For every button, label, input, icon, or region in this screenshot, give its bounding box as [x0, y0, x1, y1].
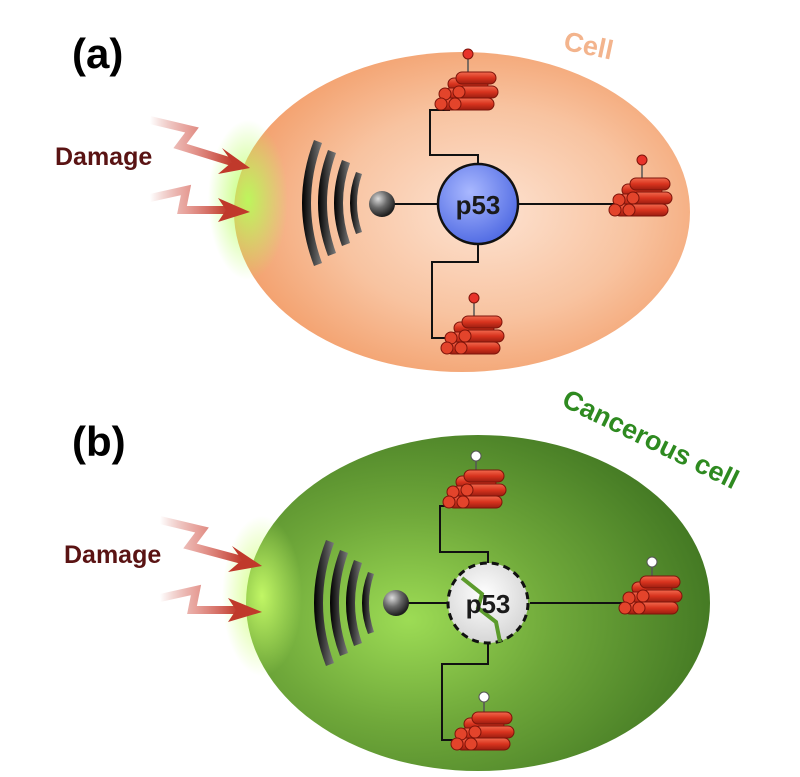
fuse-light-icon — [478, 691, 490, 703]
signal-waves-icon — [314, 540, 374, 666]
panel-b: (b) Cancerous cell Damage p53 — [64, 384, 744, 771]
fuse-light-icon — [462, 48, 474, 60]
fuse-light-icon — [636, 154, 648, 166]
signal-waves-icon — [302, 140, 362, 266]
damage-label-a: Damage — [55, 143, 152, 171]
p53-node-a — [436, 162, 520, 246]
p53-label-b: p53 — [466, 589, 511, 619]
fuse-light-icon — [470, 450, 482, 462]
damage-label-b: Damage — [64, 541, 161, 569]
fuse-light-icon — [468, 292, 480, 304]
sensor-ball-icon — [369, 191, 395, 217]
crack-line — [460, 576, 502, 643]
fuse-light-icon — [646, 556, 658, 568]
panel-b-label: (b) — [72, 418, 126, 465]
cell-label: Cell — [561, 26, 616, 66]
p53-label-a: p53 — [456, 190, 501, 220]
damage-arrow-icon — [149, 184, 250, 222]
sensor-ball-icon — [383, 590, 409, 616]
panel-a-label: (a) — [72, 30, 123, 77]
panel-a: (a) Cell Damage p53 — [55, 26, 690, 372]
damage-glow — [222, 516, 302, 676]
damage-arrow-icon — [159, 516, 262, 572]
damage-arrow-icon — [159, 584, 262, 622]
damage-arrow-icon — [149, 116, 250, 174]
